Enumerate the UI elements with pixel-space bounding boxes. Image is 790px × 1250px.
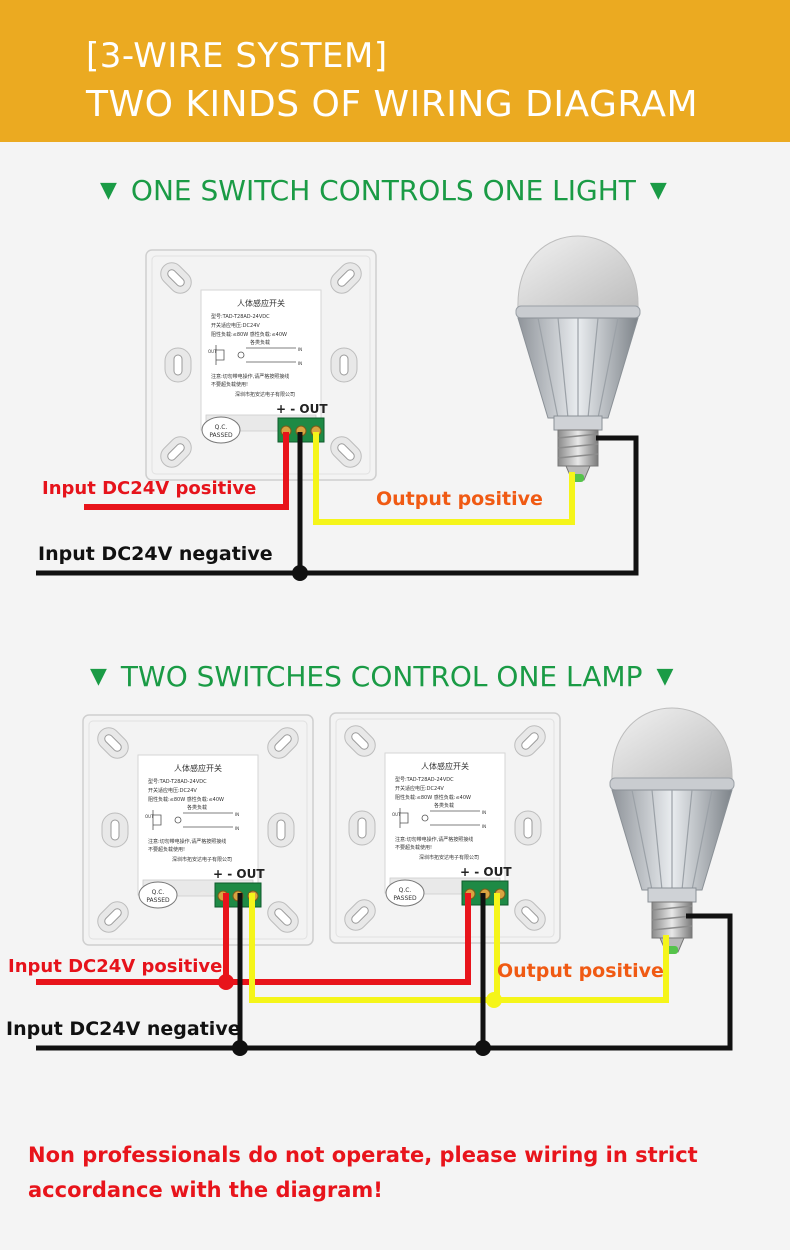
svg-text:IN: IN [482,824,486,829]
section-2-title: ▼ TWO SWITCHES CONTROL ONE LAMP ▼ [90,660,673,693]
triangle-down-icon: ▼ [656,664,674,689]
triangle-down-icon: ▼ [100,178,117,203]
wire-output-1 [313,432,575,525]
header-line-2: TWO KINDS OF WIRING DIAGRAM [86,84,699,125]
header-banner: [3-WIRE SYSTEM] TWO KINDS OF WIRING DIAG… [0,0,790,142]
svg-text:人体感应开关: 人体感应开关 [421,761,469,771]
svg-text:IN: IN [235,826,239,831]
section-1-title-text: ONE SWITCH CONTROLS ONE LIGHT [130,174,636,207]
junction-negative-2a [232,1040,248,1056]
switch-label-load-sub: 各类负载 [250,339,270,346]
switch-label-in: IN [298,347,302,352]
header-line-1: [3-WIRE SYSTEM] [86,36,388,76]
svg-text:+ - OUT: + - OUT [460,865,512,879]
svg-text:各类负载: 各类负载 [434,802,454,809]
svg-text:IN: IN [235,812,239,817]
svg-text:IN: IN [482,810,486,815]
switch-face-text-2a: 人体感应开关 型号:TAD-T28AD-24VDC 开关适应电压:DC24V 阻… [145,763,265,904]
svg-text:不要超负载使用!: 不要超负载使用! [148,846,185,853]
wire-positive-1 [84,432,289,510]
svg-text:开关适应电压:DC24V: 开关适应电压:DC24V [148,787,197,794]
s1-input-positive-label: Input DC24V positive [42,478,257,499]
switch-face-text-2b: 人体感应开关 型号:TAD-T28AD-24VDC 开关适应电压:DC24V 阻… [392,761,512,902]
switch-label-model: 型号:TAD-T28AD-24VDC [211,313,270,320]
section-1-title: ▼ ONE SWITCH CONTROLS ONE LIGHT ▼ [100,174,667,207]
warning-line-1: Non professionals do not operate, please… [28,1143,698,1167]
s1-input-negative-label: Input DC24V negative [38,543,273,565]
svg-text:Q.C.: Q.C. [399,887,412,894]
svg-text:阻性负载:≤80W 感性负载:≤40W: 阻性负载:≤80W 感性负载:≤40W [395,794,471,801]
svg-text:Q.C.: Q.C. [152,889,165,896]
wire-negative-2 [36,913,733,1051]
switch-module-2a [83,715,313,945]
svg-text:型号:TAD-T28AD-24VDC: 型号:TAD-T28AD-24VDC [148,778,207,785]
switch-label-voltage: 开关适应电压:DC24V [211,322,260,329]
svg-text:OUT: OUT [392,812,401,817]
junction-negative-2b [475,1040,491,1056]
svg-text:PASSED: PASSED [146,897,170,904]
svg-text:不要超负载使用!: 不要超负载使用! [395,844,432,851]
svg-text:PASSED: PASSED [393,895,417,902]
wire-output-2 [249,893,669,1003]
s2-input-positive-label: Input DC24V positive [8,956,223,977]
switch-module-1 [146,250,376,480]
triangle-down-icon: ▼ [649,178,667,203]
junction-positive-2 [218,974,234,990]
switch-company: 深圳市拓安达电子有限公司 [235,391,295,398]
switch-terminal-marks: + - OUT [276,402,328,416]
svg-text:注意:切勿带电操作,请严格按照接线: 注意:切勿带电操作,请严格按照接线 [395,836,473,843]
switch-label-in-2: IN [298,361,302,366]
svg-text:人体感应开关: 人体感应开关 [174,763,222,773]
wire-negative-1 [36,435,639,576]
s1-output-positive-label: Output positive [376,488,543,510]
svg-text:+ - OUT: + - OUT [213,867,265,881]
svg-text:OUT: OUT [145,814,154,819]
switch-label-load: 阻性负载:≤80W 感性负载:≤40W [211,331,287,338]
warning-text: Non professionals do not operate, please… [28,1138,728,1208]
svg-text:开关适应电压:DC24V: 开关适应电压:DC24V [395,785,444,792]
svg-text:型号:TAD-T28AD-24VDC: 型号:TAD-T28AD-24VDC [395,776,454,783]
svg-text:阻性负载:≤80W 感性负载:≤40W: 阻性负载:≤80W 感性负载:≤40W [148,796,224,803]
switch-note-1: 注意:切勿带电操作,请严格按照接线 [211,373,289,380]
junction-output-2 [486,992,502,1008]
warning-line-2: accordance with the diagram! [28,1178,383,1202]
s2-input-negative-label: Input DC24V negative [6,1018,241,1040]
switch-note-2: 不要超负载使用! [211,381,248,388]
switch-label-out: OUT [208,349,217,354]
switch-face-text-1: 人体感应开关 型号:TAD-T28AD-24VDC 开关适应电压:DC24V 阻… [208,298,328,439]
svg-text:注意:切勿带电操作,请严格按照接线: 注意:切勿带电操作,请严格按照接线 [148,838,226,845]
svg-text:各类负载: 各类负载 [187,804,207,811]
qc-line-2: PASSED [209,432,233,439]
bulb-1 [515,235,641,483]
switch-label-title: 人体感应开关 [237,298,285,308]
section-2-title-text: TWO SWITCHES CONTROL ONE LAMP [120,660,643,693]
qc-line-1: Q.C. [215,424,228,431]
switch-module-2b [330,713,560,943]
triangle-down-icon: ▼ [90,664,107,689]
svg-text:深圳市拓安达电子有限公司: 深圳市拓安达电子有限公司 [419,854,479,861]
svg-text:深圳市拓安达电子有限公司: 深圳市拓安达电子有限公司 [172,856,232,863]
wire-positive-2 [36,893,471,985]
s2-output-positive-label: Output positive [497,960,664,982]
junction-negative-1 [292,565,308,581]
